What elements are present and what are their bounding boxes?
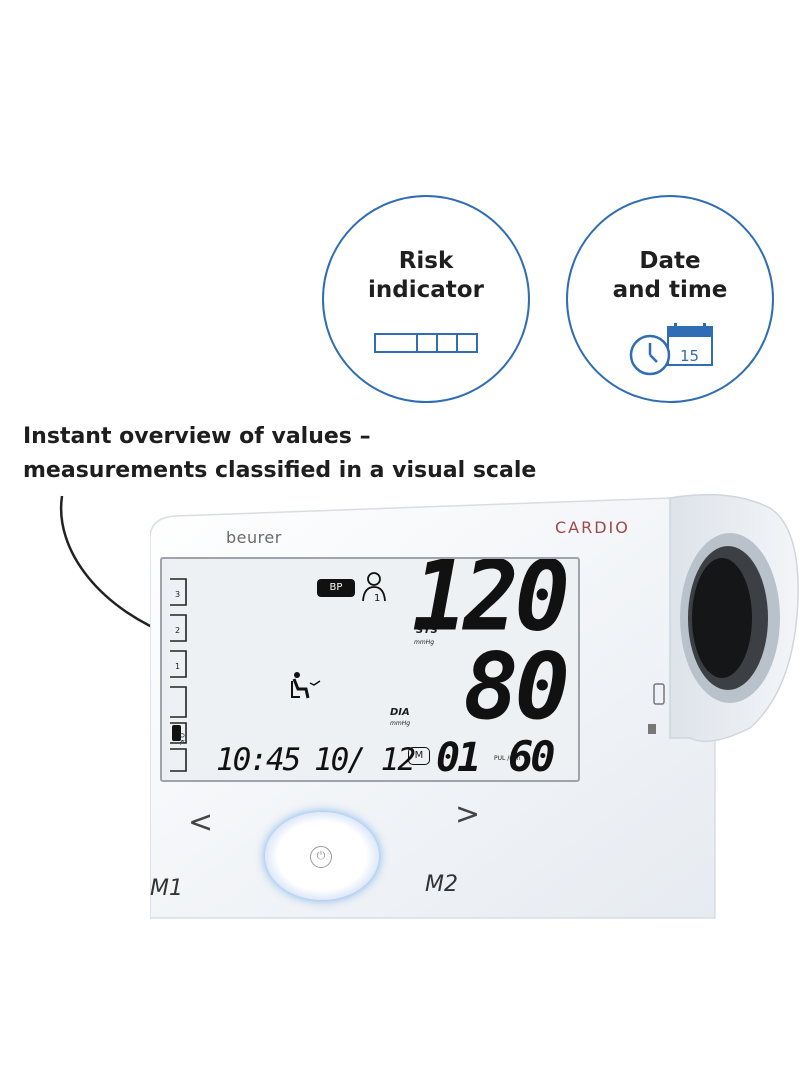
caption-line-2: measurements classified in a visual scal… bbox=[23, 458, 537, 483]
scale-marker: O.K. bbox=[178, 733, 185, 745]
memory-tag: M bbox=[408, 747, 430, 765]
calendar-day: 15 bbox=[680, 347, 699, 365]
date-time-badge: Date and time 15 bbox=[566, 195, 774, 403]
power-icon: ⏻ bbox=[310, 846, 332, 868]
prev-button[interactable]: < bbox=[188, 805, 214, 840]
dia-label: DIA bbox=[390, 707, 410, 718]
m1-button[interactable]: M1 bbox=[150, 876, 183, 901]
user-1-icon: 1 bbox=[362, 572, 386, 603]
diastolic-value: 80 bbox=[463, 633, 570, 740]
memory-slot-value: 01 bbox=[436, 735, 481, 781]
sys-label: SYS bbox=[416, 625, 438, 636]
next-button[interactable]: > bbox=[455, 797, 481, 832]
scale-level-1: 1 bbox=[175, 662, 180, 671]
dia-unit: mmHg bbox=[390, 720, 411, 727]
feature-caption: Instant overview of values – measurement… bbox=[23, 420, 583, 488]
lcd-display: 3 2 1 O.K. BP 1 SYS mmHg 120 DIA mmHg 80… bbox=[160, 557, 580, 782]
brand-logo: beurer bbox=[226, 528, 282, 547]
pulse-value: 60 bbox=[508, 732, 556, 781]
scale-level-3: 3 bbox=[175, 590, 180, 599]
resting-posture-icon bbox=[291, 672, 321, 699]
model-name: CARDIO bbox=[555, 518, 630, 537]
risk-indicator-title: Risk indicator bbox=[368, 248, 484, 303]
clock-calendar-icon: 15 bbox=[629, 323, 713, 376]
risk-scale-bar: 3 2 1 O.K. bbox=[170, 578, 187, 772]
time-readout: 10:45 bbox=[216, 742, 301, 778]
date-readout: 10/ 12 bbox=[314, 742, 416, 778]
user-number: 1 bbox=[374, 593, 380, 603]
systolic-value: 120 bbox=[411, 557, 570, 653]
date-time-title: Date and time bbox=[612, 248, 728, 303]
pulse-label: PUL /min bbox=[494, 755, 521, 762]
scale-level-2: 2 bbox=[175, 626, 180, 635]
bp-mode-tag: BP bbox=[317, 579, 355, 597]
caption-line-1: Instant overview of values – bbox=[23, 424, 371, 449]
risk-scale-icon bbox=[374, 333, 478, 353]
sys-unit: mmHg bbox=[414, 639, 435, 646]
power-button[interactable]: ⏻ bbox=[265, 812, 379, 900]
risk-indicator-badge: Risk indicator bbox=[322, 195, 530, 403]
m2-button[interactable]: M2 bbox=[425, 872, 458, 897]
